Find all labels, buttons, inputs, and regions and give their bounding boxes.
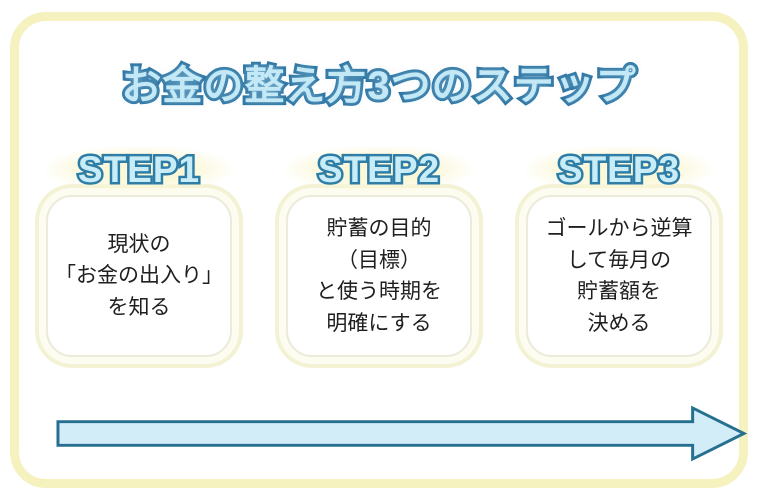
step-3-label: STEP3	[521, 145, 717, 193]
step-1-label: STEP1	[41, 145, 237, 193]
step-1-body: 現状の 「お金の出入り」 を知る	[55, 232, 223, 319]
step-3-card: ゴールから逆算 して毎月の 貯蓄額を 決める	[526, 195, 712, 357]
flow-arrow	[55, 405, 747, 462]
right-arrow-icon	[56, 405, 747, 462]
frame-border: お金の整え方3つのステップ STEP1 現状の 「お金の出入り」 を知る STE…	[10, 12, 748, 488]
step-1: STEP1 現状の 「お金の出入り」 を知る	[41, 145, 237, 357]
step-2: STEP2 貯蓄の目的 （目標） と使う時期を 明確にする	[281, 145, 477, 357]
step-2-card: 貯蓄の目的 （目標） と使う時期を 明確にする	[286, 195, 472, 357]
step-2-label: STEP2	[281, 145, 477, 193]
page-title: お金の整え方3つのステップ	[19, 53, 739, 111]
step-2-body: 貯蓄の目的 （目標） と使う時期を 明確にする	[316, 217, 442, 335]
step-1-card: 現状の 「お金の出入り」 を知る	[46, 195, 232, 357]
steps-row: STEP1 現状の 「お金の出入り」 を知る STEP2 貯蓄の目的 （目標） …	[19, 145, 739, 357]
step-3: STEP3 ゴールから逆算 して毎月の 貯蓄額を 決める	[521, 145, 717, 357]
step-3-body: ゴールから逆算 して毎月の 貯蓄額を 決める	[545, 217, 693, 335]
